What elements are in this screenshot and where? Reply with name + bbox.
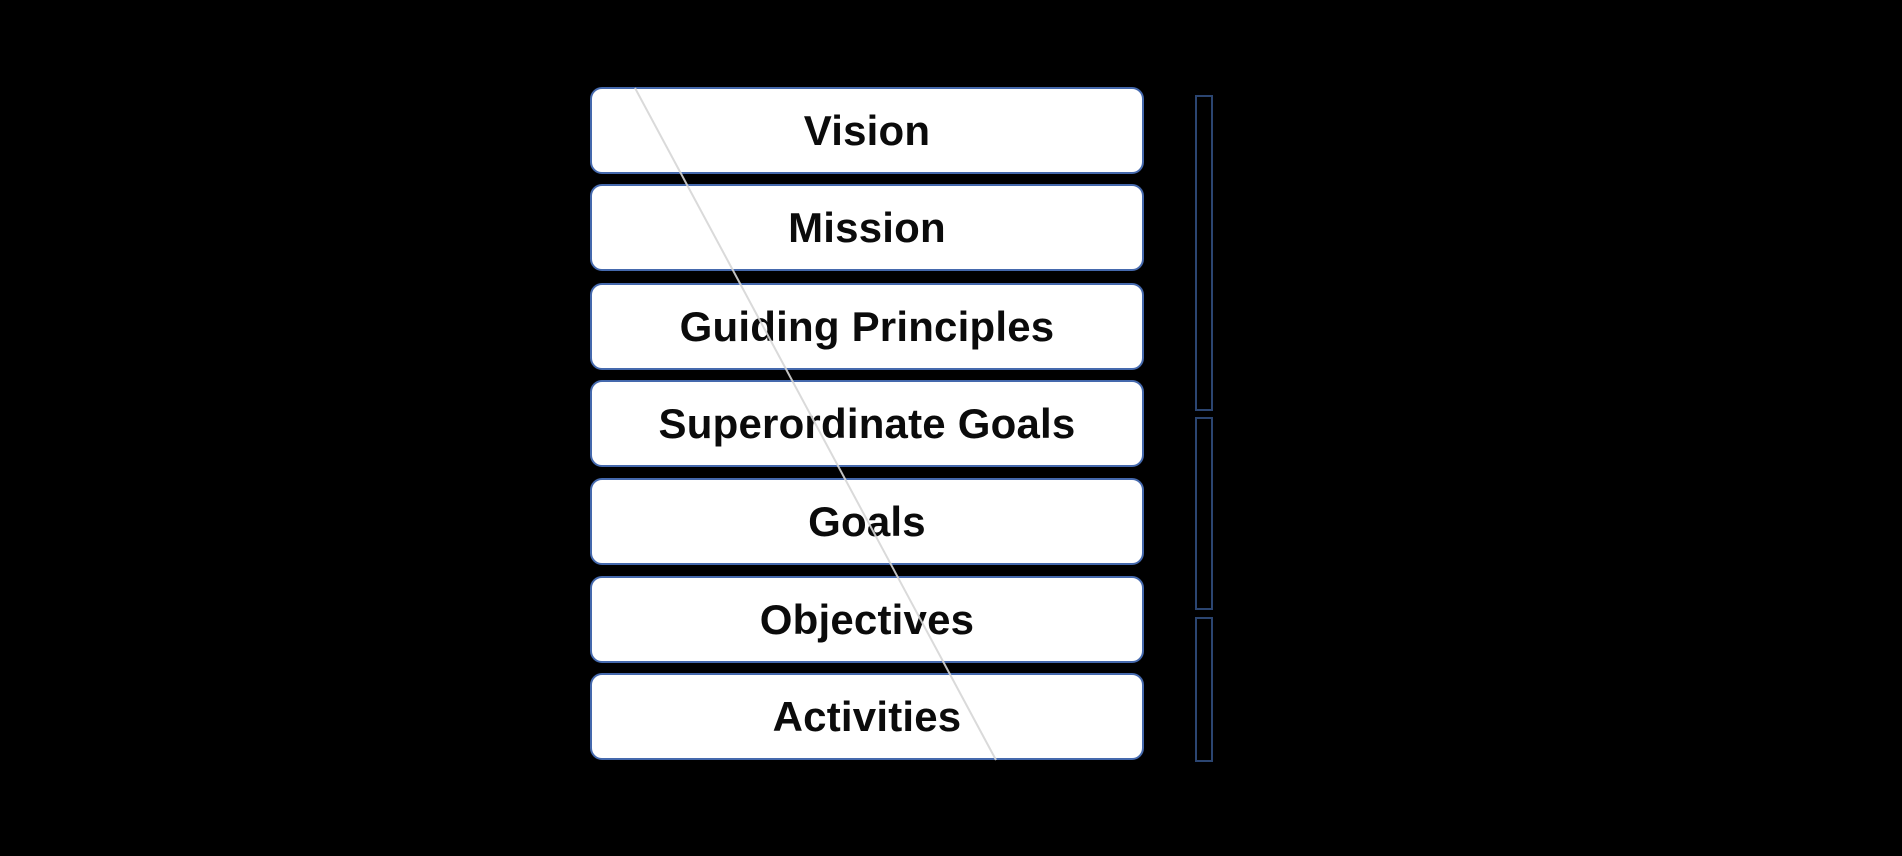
- box-label-superordinate-goals: Superordinate Goals: [658, 399, 1076, 447]
- group-bracket-middle: [1195, 417, 1213, 610]
- box-superordinate-goals: Superordinate Goals: [590, 380, 1144, 467]
- box-label-guiding-principles: Guiding Principles: [679, 302, 1055, 350]
- box-label-vision: Vision: [803, 106, 931, 154]
- box-activities: Activities: [590, 673, 1144, 760]
- box-label-goals: Goals: [808, 497, 926, 545]
- box-label-objectives: Objectives: [759, 595, 975, 643]
- box-objectives: Objectives: [590, 576, 1144, 663]
- group-bracket-top: [1195, 95, 1213, 411]
- group-bracket-bottom: [1195, 617, 1213, 762]
- box-stack: Vision Mission Guiding Principles Supero…: [590, 87, 1144, 761]
- box-vision: Vision: [590, 87, 1144, 174]
- box-label-mission: Mission: [788, 203, 946, 251]
- box-mission: Mission: [590, 184, 1144, 271]
- box-label-activities: Activities: [772, 692, 962, 740]
- box-guiding-principles: Guiding Principles: [590, 283, 1144, 370]
- box-goals: Goals: [590, 478, 1144, 565]
